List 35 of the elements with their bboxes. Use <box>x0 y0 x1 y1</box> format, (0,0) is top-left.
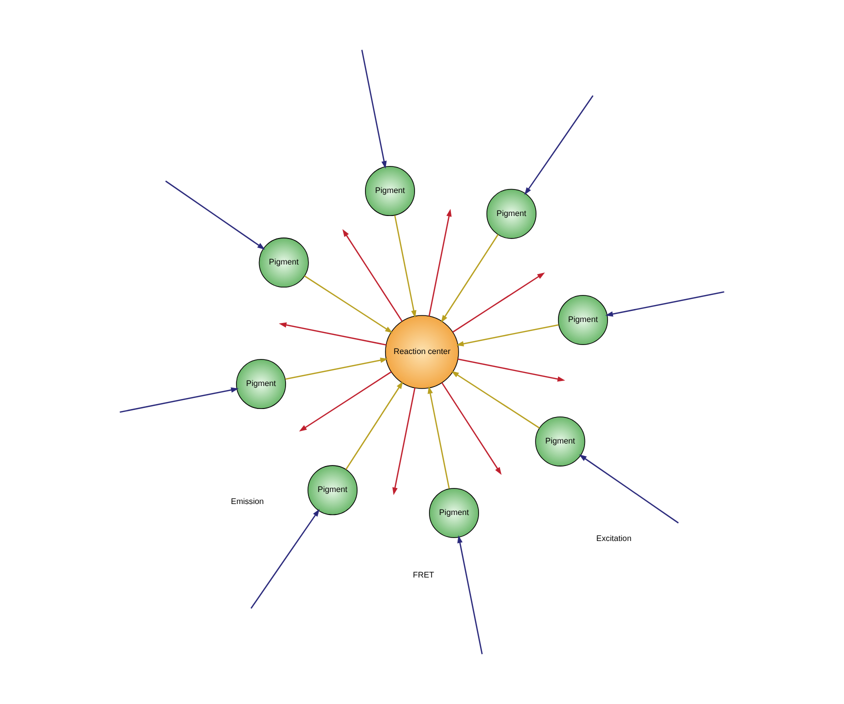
arrow <box>579 454 679 524</box>
legend-label: Excitation <box>596 534 632 543</box>
arrow <box>452 272 545 333</box>
legend-label: Emission <box>230 497 264 506</box>
arrow <box>456 324 559 346</box>
arrow <box>304 275 393 334</box>
node-circle: Pigment <box>308 465 358 516</box>
arrow <box>342 229 403 322</box>
arrow <box>299 371 392 432</box>
arrow <box>392 388 416 496</box>
arrow <box>345 381 404 470</box>
arrow <box>451 370 540 429</box>
node-circle: Pigment <box>429 488 480 538</box>
arrow <box>250 509 320 609</box>
node-circle: Pigment <box>558 294 608 345</box>
arrow <box>285 358 388 380</box>
arrow <box>278 322 386 346</box>
arrow <box>394 215 416 318</box>
arrow <box>440 234 499 323</box>
arrow <box>428 386 450 489</box>
node-circle: Pigment <box>364 166 415 216</box>
node-circle: Pigment <box>236 359 286 410</box>
arrow <box>605 291 724 317</box>
node-circle: Pigment <box>258 238 309 288</box>
arrow <box>524 95 594 195</box>
arrow <box>457 535 483 654</box>
arrow <box>441 382 502 475</box>
node-circle: Pigment <box>535 416 586 466</box>
node-circle: Pigment <box>486 188 536 239</box>
arrow <box>458 358 566 382</box>
arrow <box>428 208 452 316</box>
legend-label: FRET <box>412 570 434 580</box>
arrow <box>120 387 239 413</box>
arrow <box>165 180 265 250</box>
arrow <box>361 50 387 169</box>
